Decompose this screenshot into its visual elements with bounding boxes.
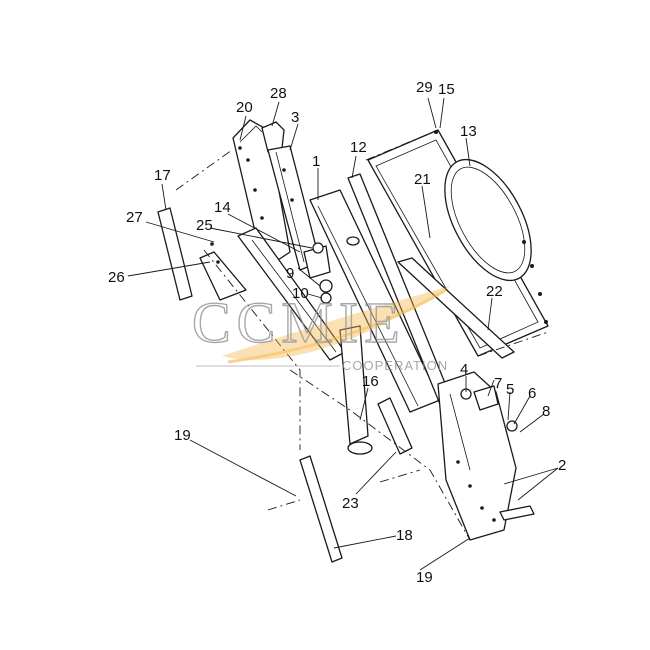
part-17-side-plate — [157, 207, 193, 301]
callout-1: 1 — [312, 153, 320, 170]
callout-28: 28 — [270, 85, 287, 102]
watermark-logo: CCMIE COOPERATION — [191, 286, 450, 373]
callout-3: 3 — [291, 109, 299, 126]
callout-20: 19 — [416, 569, 433, 586]
callout-10: 10 — [292, 285, 309, 302]
callout-13: 13 — [460, 123, 477, 140]
callout-22: 21 — [414, 171, 431, 188]
callout-25: 25 — [196, 217, 213, 234]
part-24-block — [377, 397, 413, 455]
callout-27: 27 — [126, 209, 143, 226]
callout-23: 22 — [486, 283, 503, 300]
callout-29: 29 — [416, 79, 433, 96]
callout-16: 16 — [362, 373, 379, 390]
callout-6: 6 — [528, 385, 536, 402]
part-28-block — [261, 121, 285, 153]
part-18-plate — [299, 455, 343, 563]
callout-9: 9 — [286, 265, 294, 282]
callout-21: 20 — [236, 99, 253, 116]
part-23-strip — [397, 257, 515, 359]
callout-4: 4 — [460, 361, 468, 378]
callout-7: 7 — [494, 375, 502, 392]
callout-24: 23 — [342, 495, 359, 512]
watermark-swoosh — [222, 286, 450, 360]
callout-5: 5 — [506, 381, 514, 398]
callout-17: 17 — [154, 167, 171, 184]
callout-8: 8 — [542, 403, 550, 420]
watermark-brand: CCMIE — [192, 290, 406, 355]
callout-labels: 28 20 3 1 12 29 15 13 21 22 17 27 25 14 … — [108, 79, 566, 586]
callout-12: 12 — [350, 139, 367, 156]
callout-2: 2 — [558, 457, 566, 474]
part-2-bracket-assembly — [437, 371, 535, 541]
part-26-panel — [199, 242, 247, 301]
callout-18: 18 — [396, 527, 413, 544]
alignment-lines — [175, 129, 549, 541]
watermark-subtitle: COOPERATION — [342, 358, 448, 373]
callout-26: 26 — [108, 269, 125, 286]
callout-14: 14 — [214, 199, 231, 216]
callout-19: 19 — [174, 427, 191, 444]
callout-15: 15 — [438, 81, 455, 98]
leader-lines — [127, 97, 559, 571]
